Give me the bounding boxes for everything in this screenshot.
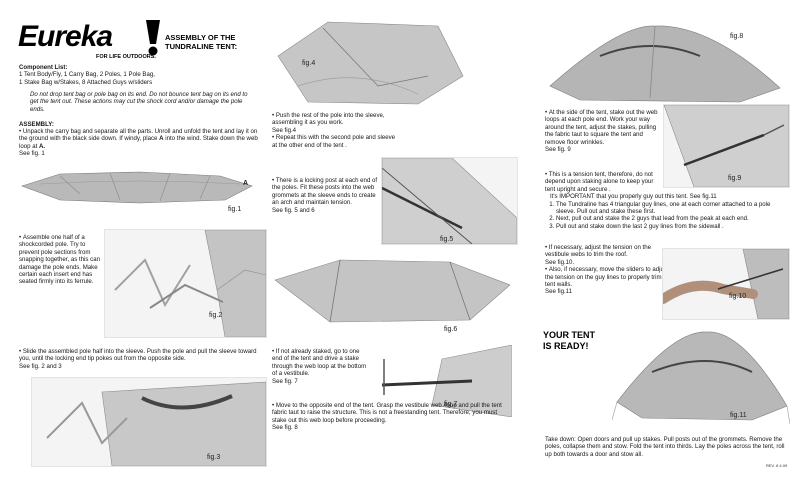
brand-tagline: FOR LIFE OUTDOORS. bbox=[96, 54, 156, 60]
step-3-body: Slide the assembled pole half into the s… bbox=[19, 348, 257, 362]
figure-2-label: fig.2 bbox=[209, 312, 223, 319]
step-8-text: At the side of the tent, stake out the w… bbox=[545, 109, 663, 153]
step-1-see: See fig. 1 bbox=[19, 150, 45, 158]
vestibule-adjust-illustration bbox=[663, 249, 789, 319]
figure-6-label: fig.6 bbox=[444, 326, 458, 333]
ready-line-1: YOUR TENT bbox=[543, 330, 596, 340]
pole-assembly-illustration bbox=[114, 230, 266, 337]
step-1-body-cont: into the wind. Stake down the web loop a… bbox=[19, 135, 258, 150]
step-4b-body: Repeat this with the second pole and sle… bbox=[272, 134, 396, 149]
arched-tent-illustration bbox=[274, 259, 511, 323]
step-5-body: There is a locking post at each end of t… bbox=[272, 177, 380, 207]
stake-web-loop-illustration bbox=[381, 345, 512, 417]
figure-5: fig.5 bbox=[381, 157, 518, 245]
step-11-see: See fig.11 bbox=[545, 288, 572, 296]
side-stake-illustration bbox=[664, 105, 789, 187]
finished-tent-illustration bbox=[612, 331, 790, 425]
step-5-text: There is a locking post at each end of t… bbox=[272, 177, 380, 214]
takedown-text: Take down: Open doors and pull up stakes… bbox=[545, 436, 785, 458]
guy-line-steps: The Tundraline has 4 triangular guy line… bbox=[545, 201, 789, 231]
step-9-text: This is a tension tent, therefore, do no… bbox=[545, 171, 789, 230]
step-2-text: Assemble one half of a shockcorded pole.… bbox=[19, 234, 105, 286]
figure-5-label: fig.5 bbox=[440, 236, 454, 243]
figure-4-label: fig.4 bbox=[302, 60, 316, 67]
step-1-marker-a: A bbox=[159, 135, 164, 143]
step-10-body: If necessary, adjust the tension on the … bbox=[545, 244, 675, 259]
step-7-body: Move to the opposite end of the tent. Gr… bbox=[272, 402, 512, 424]
figure-1: A bbox=[20, 164, 260, 206]
guy-line-step-1: The Tundraline has 4 triangular guy line… bbox=[556, 201, 789, 216]
figure-9-label: fig.9 bbox=[728, 175, 742, 182]
step-10-text: If necessary, adjust the tension on the … bbox=[545, 244, 675, 296]
step-2-body: Assemble one half of a shockcorded pole.… bbox=[19, 234, 100, 285]
figure-10: fig.10 bbox=[662, 248, 790, 320]
figure-6: fig.6 bbox=[270, 250, 516, 336]
figure-3: fig.3 bbox=[31, 377, 267, 467]
eureka-logo: Eureka FOR LIFE OUTDOORS. bbox=[18, 18, 160, 63]
guy-line-step-3: Pull out and stake down the last 2 guy l… bbox=[556, 223, 789, 230]
step-4-see: See fig.4 bbox=[272, 126, 297, 134]
title-line-2: TUNDRALINE TENT: bbox=[165, 42, 238, 51]
ready-line-2: IS READY! bbox=[543, 341, 589, 351]
step-9-important: It's IMPORTANT that you properly guy out… bbox=[550, 193, 717, 201]
figure-4: fig.4 bbox=[268, 16, 468, 108]
figure-11: fig.11 bbox=[612, 320, 790, 428]
step-4-text: Push the rest of the pole into the sleev… bbox=[272, 112, 396, 149]
locking-post-illustration bbox=[382, 158, 517, 244]
exclamation-logo-icon bbox=[146, 20, 160, 56]
step-1-marker-a2: A. bbox=[39, 142, 46, 150]
component-list-line-1: 1 Tent Body/Fly, 1 Carry Bag, 2 Poles, 1… bbox=[19, 71, 155, 79]
title-line-1: ASSEMBLY OF THE bbox=[165, 33, 236, 42]
ready-heading: YOUR TENT IS READY! bbox=[543, 330, 595, 352]
brand-wordmark: Eureka bbox=[18, 20, 113, 53]
page-title: ASSEMBLY OF THE TUNDRALINE TENT: bbox=[165, 33, 237, 51]
component-list-line-2: 1 Stake Bag w/Stakes, 8 Attached Guys w/… bbox=[19, 78, 153, 86]
step-4-body: Push the rest of the pole into the sleev… bbox=[272, 112, 396, 127]
figure-2: fig.2 bbox=[104, 229, 267, 338]
step-7-text: Move to the opposite end of the tent. Gr… bbox=[272, 402, 512, 432]
figure-3-label: fig.3 bbox=[207, 454, 221, 461]
figure-1-marker: A bbox=[243, 180, 249, 187]
step-6-see: See fig. 7 bbox=[272, 377, 298, 385]
figure-8-label: fig.8 bbox=[730, 33, 744, 40]
pole-in-sleeve-illustration bbox=[277, 21, 464, 105]
step-8-see: See fig. 9 bbox=[545, 146, 571, 154]
pitched-tent-illustration bbox=[549, 25, 781, 103]
step-8-body: At the side of the tent, stake out the w… bbox=[545, 109, 663, 146]
step-7-see: See fig. 8 bbox=[272, 424, 298, 432]
step-3-see: See fig. 2 and 3 bbox=[19, 362, 62, 370]
sleeve-insert-illustration bbox=[46, 381, 266, 466]
step-11-body: Also, if necessary, move the sliders to … bbox=[545, 266, 675, 288]
assembly-heading: ASSEMBLY: bbox=[19, 121, 54, 128]
revision-note: REV. 8 4.09 bbox=[766, 463, 788, 468]
figure-9: fig.9 bbox=[663, 104, 790, 188]
step-5-see: See fig. 5 and 6 bbox=[272, 206, 315, 214]
step-10-see: See fig.10. bbox=[545, 258, 575, 266]
tent-flat-illustration bbox=[21, 171, 253, 204]
figure-1-label: fig.1 bbox=[228, 206, 242, 213]
step-6-body: If not already staked, go to one end of … bbox=[272, 348, 370, 378]
component-list-heading: Component List: bbox=[19, 64, 68, 71]
step-3-text: Slide the assembled pole half into the s… bbox=[19, 348, 269, 370]
figure-8: fig.8 bbox=[540, 16, 790, 104]
figure-10-label: fig.10 bbox=[729, 293, 747, 300]
step-9-body: This is a tension tent, therefore, do no… bbox=[545, 171, 663, 193]
figure-11-label: fig.11 bbox=[730, 412, 747, 419]
guy-line-step-2: Next, pull out and stake the 2 guys that… bbox=[556, 215, 789, 222]
step-1-text: Unpack the carry bag and separate all th… bbox=[19, 128, 265, 158]
step-6-text: If not already staked, go to one end of … bbox=[272, 348, 370, 385]
component-list: Component List: 1 Tent Body/Fly, 1 Carry… bbox=[19, 64, 269, 86]
warning-note: Do not drop tent bag or pole bag on its … bbox=[30, 91, 248, 113]
